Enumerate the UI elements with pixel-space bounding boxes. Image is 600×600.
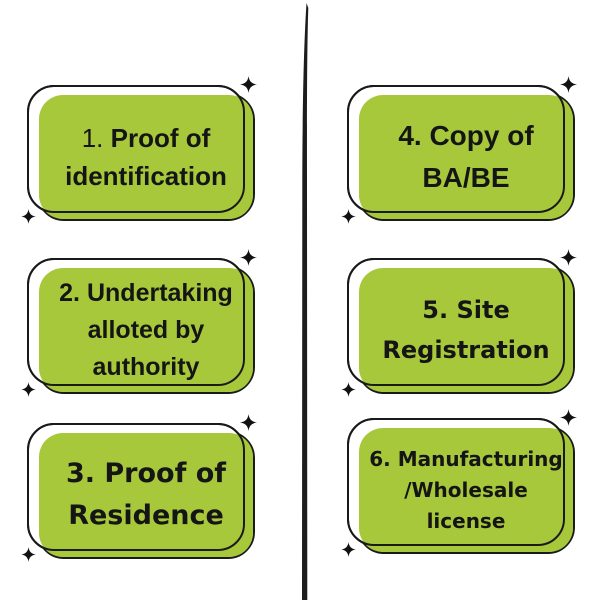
- sparkle-icon: [21, 547, 36, 562]
- card-outline: [27, 423, 245, 551]
- card-face: 5. Site Registration: [359, 268, 573, 392]
- card-proof-of-identification: 1. Proof of identification: [21, 76, 257, 224]
- card-line-text: Proof of: [104, 458, 227, 489]
- sparkle-icon: [560, 409, 577, 426]
- sparkle-icon: [341, 542, 356, 557]
- card-line: 5. Site: [382, 290, 549, 330]
- sparkle-icon: [240, 249, 257, 266]
- sparkle-icon: [560, 76, 577, 93]
- card-number: 3.: [65, 458, 95, 489]
- card-line: 4. Copy of: [398, 115, 533, 157]
- sparkle-icon: [240, 414, 257, 431]
- card-line: license: [426, 508, 506, 533]
- card-line: Residence: [68, 500, 224, 531]
- card-line-text: Manufacturing: [397, 446, 563, 471]
- card-line-text: Undertaking: [86, 278, 233, 307]
- card-line: /Wholesale: [404, 477, 528, 502]
- card-outline: [347, 85, 565, 213]
- card-line-text: Proof of: [110, 123, 211, 153]
- card-number: 4.: [398, 120, 422, 151]
- card-face: 2. Undertaking alloted by authority: [39, 268, 253, 392]
- sparkle-icon: [21, 209, 36, 224]
- sparkle-icon: [240, 76, 257, 93]
- card-site-registration: 5. Site Registration: [341, 249, 577, 397]
- card-face: 1. Proof of identification: [39, 95, 253, 219]
- card-line: 6. Manufacturing: [369, 444, 562, 475]
- card-face: 6. Manufacturing /Wholesale license: [359, 428, 573, 552]
- card-copy-of-ba-be: 4. Copy of BA/BE: [341, 76, 577, 224]
- card-line: 1. Proof of: [65, 119, 227, 157]
- card-outline: [27, 258, 245, 386]
- card-outline: [347, 258, 565, 386]
- card-line: Registration: [382, 336, 550, 364]
- sparkle-icon: [21, 382, 36, 397]
- card-proof-of-residence: 3. Proof of Residence: [21, 414, 257, 562]
- card-line: identification: [65, 161, 227, 191]
- card-line: alloted by: [87, 315, 205, 344]
- card-line: 2. Undertaking: [59, 275, 233, 312]
- card-manufacturing-wholesale-license: 6. Manufacturing /Wholesale license: [341, 409, 577, 557]
- card-line: authority: [92, 352, 200, 381]
- card-number: 2.: [59, 278, 81, 307]
- card-outline: [27, 85, 245, 213]
- card-undertaking-alloted-by-authority: 2. Undertaking alloted by authority: [21, 249, 257, 397]
- card-number: 6.: [369, 446, 391, 471]
- card-face: 4. Copy of BA/BE: [359, 95, 573, 219]
- sparkle-icon: [341, 209, 356, 224]
- card-number: 5.: [422, 296, 449, 324]
- card-line: BA/BE: [422, 162, 510, 193]
- sparkle-icon: [341, 382, 356, 397]
- card-line-text: Copy of: [429, 120, 534, 151]
- sparkle-icon: [560, 249, 577, 266]
- card-line: 3. Proof of: [66, 453, 226, 495]
- card-line-text: Site: [456, 296, 510, 324]
- card-face: 3. Proof of Residence: [39, 433, 253, 557]
- card-number: 1.: [81, 123, 104, 153]
- card-outline: [347, 418, 565, 546]
